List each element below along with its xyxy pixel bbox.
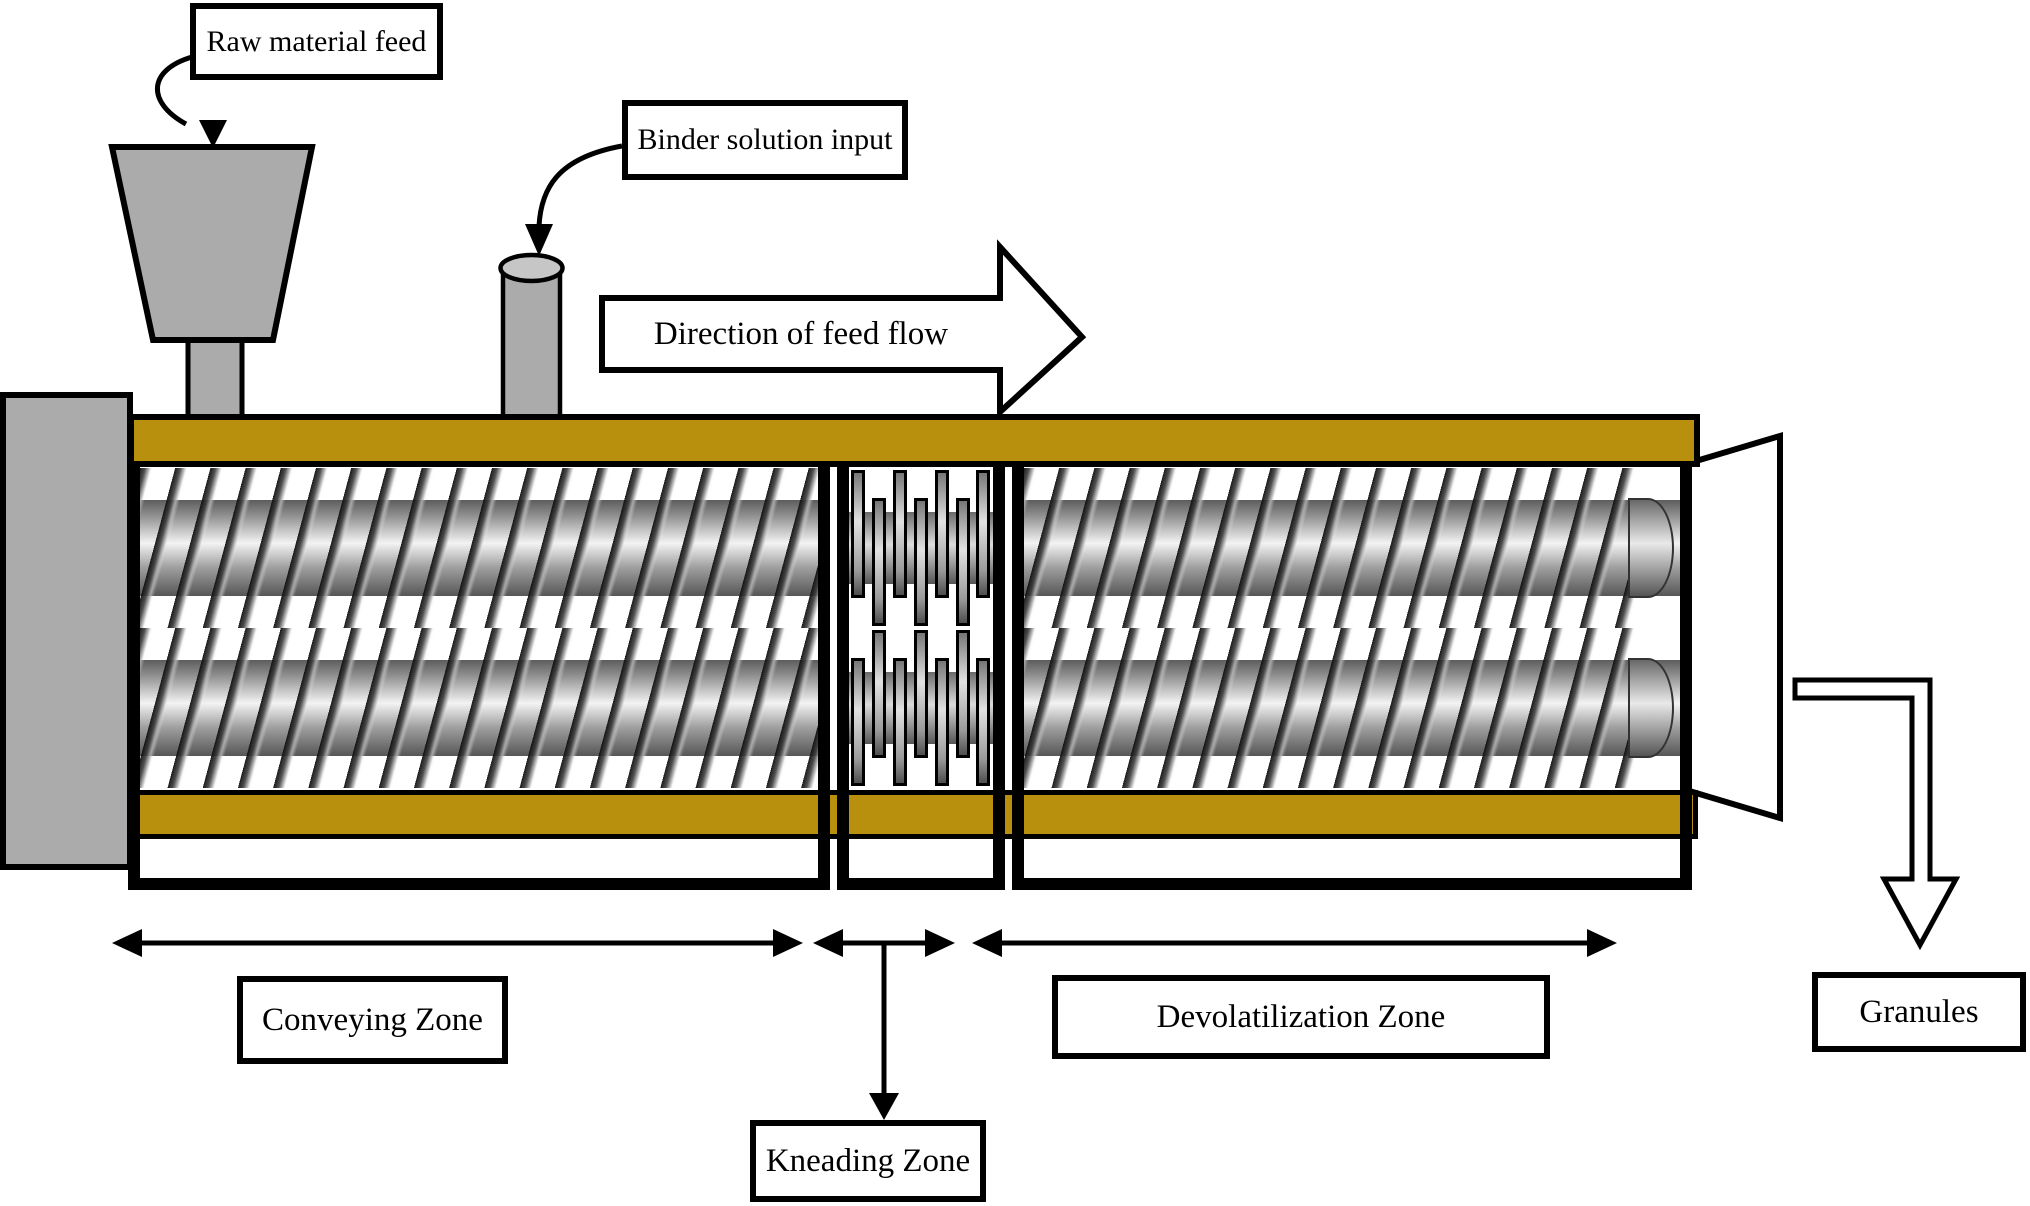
kneading-disc: [914, 498, 928, 626]
kneading-zone-label: Kneading Zone: [750, 1120, 986, 1202]
barrel-top-wall: [128, 414, 1700, 467]
conveying-zone-label: Conveying Zone: [237, 976, 508, 1064]
kneading-disc: [976, 658, 990, 786]
kneading-disc: [851, 470, 865, 598]
devolatilization-zone-arrow-icon: [972, 929, 1617, 957]
drive-block: [0, 392, 133, 870]
screw-top: [1024, 468, 1680, 628]
kneading-disc: [872, 630, 886, 758]
kneading-section-frame: [837, 467, 1005, 890]
barrel-bottom-wall: [128, 790, 1698, 839]
raw-feed-arrow-icon: [155, 54, 227, 148]
screw-bottom: [1024, 628, 1680, 788]
binder-arrow-icon: [525, 143, 623, 256]
kneading-top: [849, 468, 993, 628]
screw-flights: [140, 468, 818, 628]
screw-top: [140, 468, 818, 628]
direction-of-feed-flow-label: Direction of feed flow: [653, 315, 949, 352]
granules-label: Granules: [1812, 972, 2026, 1052]
raw-material-feed-label: Raw material feed: [190, 3, 443, 80]
kneading-disc: [872, 498, 886, 626]
devolatilization-zone-label: Devolatilization Zone: [1052, 975, 1550, 1059]
kneading-disc: [935, 470, 949, 598]
granules-arrow-icon: [1792, 677, 1961, 951]
kneading-disc: [976, 470, 990, 598]
conveying-zone-arrow-icon: [112, 929, 803, 957]
kneading-bottom: [849, 628, 993, 788]
outlet-flare: [1683, 431, 1783, 823]
kneading-disc: [893, 470, 907, 598]
screw-flights: [1024, 468, 1634, 628]
conveying-section-frame: [128, 467, 830, 890]
feed-flow-arrow-icon: [599, 239, 1087, 419]
kneading-disc: [956, 498, 970, 626]
screw-bottom: [140, 628, 818, 788]
kneading-disc: [893, 658, 907, 786]
kneading-disc: [956, 630, 970, 758]
conveying-screws: [140, 468, 818, 788]
kneading-disc: [935, 658, 949, 786]
kneading-disc: [851, 658, 865, 786]
screw-tip: [1628, 658, 1674, 758]
devolatilization-screws: [1024, 468, 1680, 788]
kneading-elements: [849, 468, 993, 788]
binder-port-cap: [498, 252, 565, 284]
screw-flights: [1024, 628, 1634, 788]
hopper: [108, 144, 316, 343]
devolatilization-section-frame: [1012, 467, 1692, 890]
kneading-zone-arrow-icon: [813, 929, 955, 1120]
binder-solution-input-label: Binder solution input: [622, 100, 908, 180]
screw-tip: [1628, 498, 1674, 598]
hopper-neck: [185, 337, 245, 425]
binder-port-cylinder: [500, 265, 563, 425]
kneading-disc: [914, 630, 928, 758]
screw-flights: [140, 628, 818, 788]
